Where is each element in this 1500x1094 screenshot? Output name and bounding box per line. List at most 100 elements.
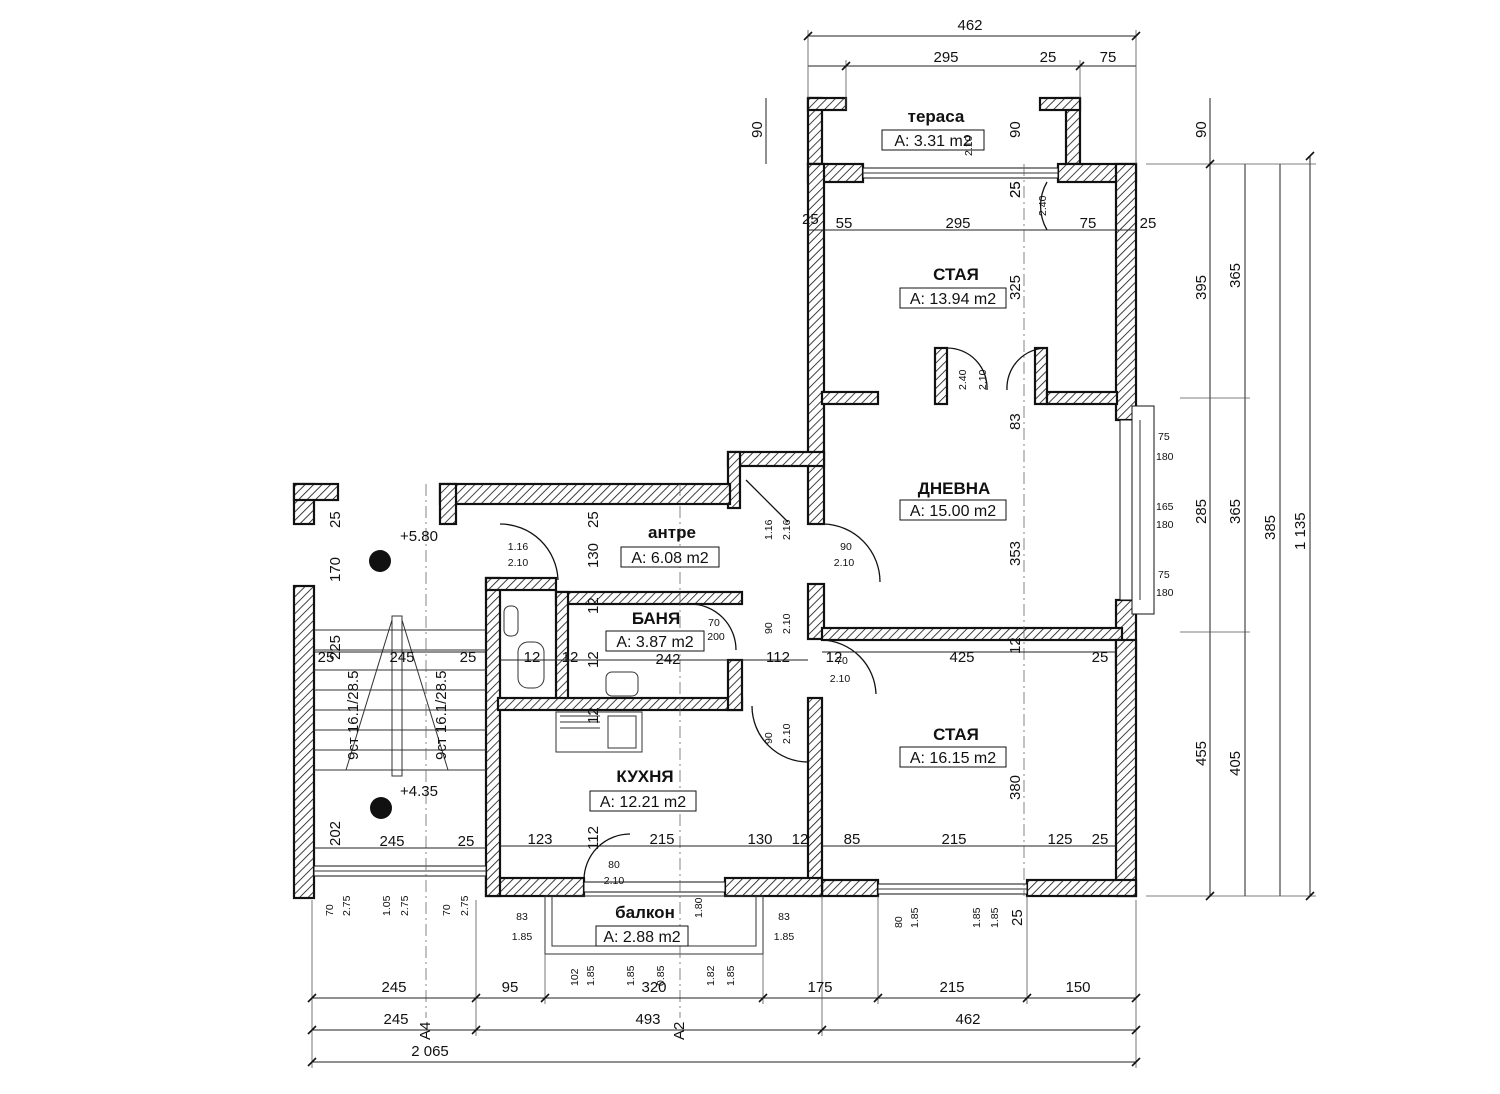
opening-label: 2.40 (1037, 195, 1049, 216)
dim-label: 1.85 (625, 965, 637, 986)
annotations: +5.80 +4.35 9ст 16.1/28.5 9ст 16.1/28.5 … (345, 528, 688, 1040)
dim-label: 320 (641, 979, 666, 996)
dim-label: 395 (1193, 275, 1210, 300)
room-kitchen-area: A: 12.21 m2 (600, 794, 686, 811)
dim-label: 1.85 (971, 907, 983, 928)
dim-label: 462 (957, 17, 982, 34)
dim-label: 202 (327, 821, 344, 846)
fixtures (503, 605, 643, 753)
dim-label: 2.75 (399, 895, 411, 916)
dim-label: 12 (792, 831, 809, 848)
dim-label: 130 (585, 543, 602, 568)
dim-label: 150 (1065, 979, 1090, 996)
room-bedroom2-area: A: 16.15 m2 (910, 750, 996, 767)
dimension-labels: 462 295 25 75 90 90 90 25 55 295 75 25 2… (318, 17, 1309, 1060)
dim-label: 83 (1007, 413, 1024, 430)
dim-label: 25 (318, 649, 335, 666)
dim-label: 462 (955, 1011, 980, 1028)
dim-label: 455 (1193, 741, 1210, 766)
dim-label: 0.85 (655, 965, 667, 986)
dim-label: 1.05 (381, 895, 393, 916)
opening-label: 2.10 (834, 557, 855, 569)
axis-a2-label: A2 (671, 1022, 688, 1040)
room-bedroom2-name: СТАЯ (933, 725, 979, 744)
dim-label: 245 (383, 1011, 408, 1028)
area-boxes (589, 129, 1007, 947)
dim-label: 83 (778, 911, 790, 923)
dim-label: 405 (1227, 751, 1244, 776)
dim-label: 353 (1007, 541, 1024, 566)
dim-label: 102 (569, 968, 581, 986)
room-hall-name: антре (648, 523, 696, 542)
dim-label: 295 (933, 49, 958, 66)
dim-label: 90 (1193, 121, 1210, 138)
opening-label: 2.40 (957, 369, 969, 390)
stairs (314, 550, 486, 819)
opening-label: 2.10 (781, 613, 793, 634)
dim-label: 75 (1158, 569, 1170, 581)
opening-label: 70 (708, 617, 720, 629)
stair-label-left: 9ст 16.1/28.5 (345, 671, 362, 760)
dim-label: 12 (585, 597, 602, 614)
opening-label: 90 (763, 732, 775, 744)
dim-label: 1.85 (989, 907, 1001, 928)
dim-label: 12 (585, 707, 602, 724)
room-terrace-name: тераса (908, 107, 965, 126)
opening-label: 2.10 (963, 135, 975, 156)
dim-label: 123 (527, 831, 552, 848)
dim-label: 225 (327, 635, 344, 660)
dim-label: 130 (747, 831, 772, 848)
dim-label: 90 (1007, 121, 1024, 138)
dim-label: 25 (1007, 181, 1024, 198)
dim-label: 80 (893, 916, 905, 928)
dim-label: 83 (516, 911, 528, 923)
room-balcony-name: балкон (615, 903, 675, 922)
dim-label: 12 (1007, 637, 1024, 654)
opening-label: 90 (763, 622, 775, 634)
dim-label: 425 (949, 649, 974, 666)
dim-label: 1.85 (585, 965, 597, 986)
dim-label: 1 135 (1292, 512, 1309, 550)
dim-label: 55 (836, 215, 853, 232)
dim-label: 75 (1158, 431, 1170, 443)
dim-label: 25 (1009, 909, 1026, 926)
dim-label: 245 (389, 649, 414, 666)
dim-label: 175 (807, 979, 832, 996)
dim-label: 1.80 (693, 897, 705, 918)
room-terrace-area: A: 3.31 m2 (894, 133, 971, 150)
dim-label: 12 (562, 649, 579, 666)
dim-label: 25 (327, 511, 344, 528)
opening-label: 2.10 (604, 875, 625, 887)
dim-label: 85 (844, 831, 861, 848)
dim-label: 112 (766, 649, 790, 666)
walls (292, 96, 1138, 900)
dim-label: 2 065 (411, 1043, 449, 1060)
dim-label: 75 (1080, 215, 1097, 232)
dim-label: 365 (1227, 499, 1244, 524)
dim-label: 325 (1007, 275, 1024, 300)
dim-label: 385 (1262, 515, 1279, 540)
dim-label: 70 (441, 904, 453, 916)
level-upper: +5.80 (400, 528, 438, 545)
dim-label: 295 (945, 215, 970, 232)
axis-a4-label: A4 (417, 1022, 434, 1040)
dim-label: 180 (1156, 451, 1174, 463)
dim-label: 215 (649, 831, 674, 848)
dim-label: 25 (1092, 649, 1109, 666)
room-living-area: A: 15.00 m2 (910, 503, 996, 520)
opening-label: 2.10 (830, 673, 851, 685)
room-bath-name: БАНЯ (632, 609, 680, 628)
dim-label: 70 (324, 904, 336, 916)
dim-label: 95 (502, 979, 519, 996)
dim-label: 180 (1156, 519, 1174, 531)
dim-label: 75 (1100, 49, 1117, 66)
opening-label: 2.10 (508, 557, 529, 569)
dim-label: 245 (381, 979, 406, 996)
dim-label: 285 (1193, 499, 1210, 524)
dim-label: 90 (749, 121, 766, 138)
doors (499, 181, 1048, 881)
opening-label: 200 (707, 631, 725, 643)
dim-label: 380 (1007, 775, 1024, 800)
opening-label: 1.16 (763, 519, 775, 540)
